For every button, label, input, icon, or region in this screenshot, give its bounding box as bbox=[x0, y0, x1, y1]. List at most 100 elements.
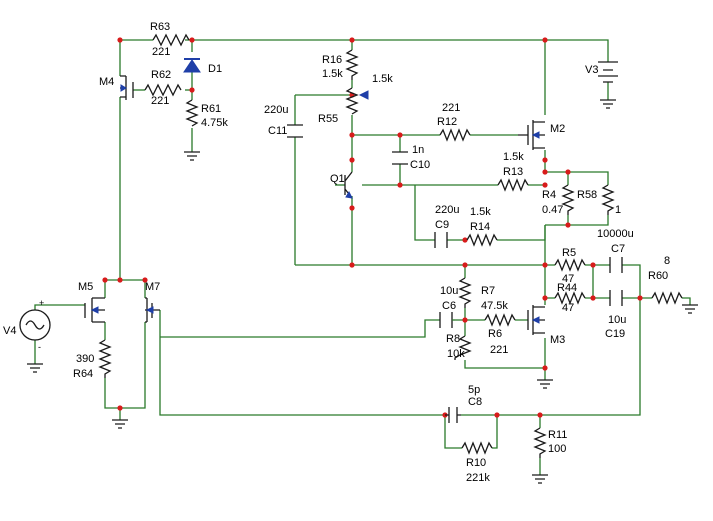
value-r16-extra: 1.5k bbox=[372, 73, 393, 85]
resistor-r14 bbox=[466, 233, 498, 247]
label-r16: R16 bbox=[322, 54, 342, 66]
junction-dot bbox=[542, 295, 548, 301]
junction-dot bbox=[117, 37, 123, 43]
junction-dot bbox=[189, 37, 195, 43]
value-r8: 10k bbox=[447, 348, 465, 360]
resistor-r55 bbox=[345, 87, 369, 115]
value-c19: 10u bbox=[608, 314, 626, 326]
resistor-r11 bbox=[533, 427, 547, 458]
resistor-r63 bbox=[152, 33, 190, 47]
label-r62: R62 bbox=[151, 69, 171, 81]
value-r10: 221k bbox=[466, 472, 490, 484]
junction-dot bbox=[542, 37, 548, 43]
junction-dot bbox=[117, 405, 123, 411]
ground-icon bbox=[532, 474, 548, 484]
value-r61: 4.75k bbox=[201, 117, 228, 129]
junction-dot bbox=[397, 182, 403, 188]
junction-dot bbox=[462, 237, 468, 243]
junction-dot bbox=[142, 277, 148, 283]
value-r64: 390 bbox=[76, 353, 94, 365]
value-c9: 220u bbox=[435, 204, 459, 216]
value-r63: 221 bbox=[152, 46, 170, 58]
mosfet-m7 bbox=[145, 297, 160, 323]
value-r62: 221 bbox=[151, 95, 169, 107]
label-m3: M3 bbox=[550, 334, 565, 346]
junction-dots bbox=[102, 37, 643, 418]
resistor-r16 bbox=[345, 49, 359, 80]
value-c7: 10000u bbox=[597, 228, 634, 240]
resistor-r62 bbox=[144, 83, 182, 97]
value-r14: 1.5k bbox=[470, 206, 491, 218]
value-r58: 1 bbox=[615, 204, 621, 216]
label-c11: C11 bbox=[268, 125, 287, 137]
capacitor-c19 bbox=[609, 290, 623, 306]
wires bbox=[34, 39, 691, 475]
junction-dot bbox=[462, 317, 468, 323]
label-c7: C7 bbox=[611, 243, 625, 255]
capacitor-c11 bbox=[287, 124, 303, 138]
ground-icon bbox=[27, 363, 43, 373]
label-r58: R58 bbox=[577, 189, 597, 201]
junction-dot bbox=[397, 132, 403, 138]
resistor-r8 bbox=[454, 335, 472, 360]
resistor-r10 bbox=[461, 441, 493, 455]
label-r11: R11 bbox=[548, 429, 567, 441]
label-q1: Q1 bbox=[330, 173, 345, 185]
resistor-r64 bbox=[98, 339, 112, 378]
value-c10: 1n bbox=[412, 144, 424, 156]
label-r55: R55 bbox=[318, 113, 338, 125]
junction-dot bbox=[117, 277, 123, 283]
mosfet-m3 bbox=[527, 305, 545, 335]
resistor-r13 bbox=[497, 178, 529, 192]
label-m7: M7 bbox=[145, 281, 160, 293]
component-labels: R63 221 D1 M4 R62 221 R61 4.75k R16 1.5k… bbox=[3, 21, 670, 484]
label-r5: R5 bbox=[562, 247, 576, 259]
value-r4: 0.47 bbox=[542, 204, 563, 216]
label-r63: R63 bbox=[150, 21, 170, 33]
label-r8: R8 bbox=[446, 333, 460, 345]
mosfet-m4 bbox=[120, 75, 134, 100]
label-r7: R7 bbox=[481, 285, 495, 297]
junction-dot bbox=[494, 412, 500, 418]
label-r13: R13 bbox=[503, 166, 523, 178]
label-r61: R61 bbox=[201, 103, 221, 115]
label-c9: C9 bbox=[435, 219, 449, 231]
mosfet-m2 bbox=[518, 120, 545, 150]
junction-dot bbox=[102, 277, 108, 283]
resistor-r5 bbox=[554, 258, 586, 272]
diode-d1 bbox=[183, 58, 201, 73]
label-d1: D1 bbox=[208, 63, 222, 75]
junction-dot bbox=[565, 169, 571, 175]
value-r13: 1.5k bbox=[503, 151, 524, 163]
resistor-r6 bbox=[484, 313, 516, 327]
label-c8: C8 bbox=[468, 396, 482, 408]
value-r6: 221 bbox=[490, 344, 508, 356]
label-v3: V3 bbox=[585, 64, 598, 76]
mosfet-m5 bbox=[84, 297, 105, 323]
value-r60: 8 bbox=[664, 255, 670, 267]
label-r10: R10 bbox=[466, 457, 486, 469]
capacitor-c9 bbox=[434, 232, 448, 248]
ground-icon bbox=[184, 151, 200, 161]
junction-dot bbox=[542, 157, 548, 163]
value-r12: 221 bbox=[442, 102, 460, 114]
label-c19: C19 bbox=[605, 328, 625, 340]
v4-plus-sign: + bbox=[39, 298, 44, 308]
capacitor-c6 bbox=[439, 312, 455, 328]
junction-dot bbox=[590, 262, 596, 268]
resistor-r58 bbox=[601, 184, 615, 215]
label-c6: C6 bbox=[442, 300, 456, 312]
value-c8: 5p bbox=[468, 384, 480, 396]
junction-dot bbox=[189, 87, 195, 93]
value-r44: 47 bbox=[562, 302, 574, 314]
value-c11: 220u bbox=[264, 104, 288, 116]
label-c10: C10 bbox=[410, 159, 430, 171]
junction-dot bbox=[349, 157, 355, 163]
junction-dot bbox=[349, 262, 355, 268]
label-m2: M2 bbox=[550, 123, 565, 135]
label-v4: V4 bbox=[3, 325, 16, 337]
ground-icon bbox=[112, 419, 128, 429]
junction-dot bbox=[565, 222, 571, 228]
capacitor-c8 bbox=[445, 407, 461, 423]
